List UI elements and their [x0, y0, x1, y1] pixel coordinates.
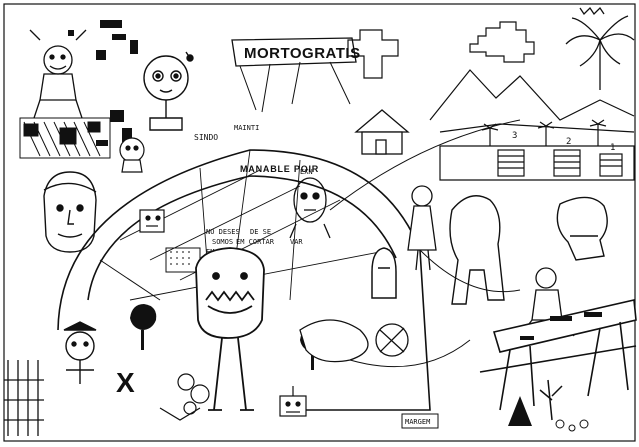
- pebbles-bottom-right: [555, 419, 589, 432]
- sign-left: SINDO: [194, 133, 218, 142]
- palm-row: [481, 119, 607, 150]
- dark-splotches-table: [520, 312, 602, 340]
- tree-silhouette-left: [130, 304, 157, 350]
- pine-tree-bottom: [508, 396, 532, 426]
- rounded-block-shape: [556, 196, 608, 261]
- left-figure-with-hat: [63, 321, 97, 384]
- dome-word-3: SOMOS: [212, 238, 233, 246]
- building-number-1: 1: [610, 143, 615, 153]
- desert-plant-bottom: [539, 379, 563, 421]
- top-left-figure: [29, 29, 87, 119]
- frame-tag: EXN: [300, 168, 313, 176]
- warehouse-buildings: [439, 145, 635, 181]
- building-number-2: 2: [566, 137, 571, 147]
- banner-text: MORTOGRATIS: [244, 45, 361, 62]
- dome-word-2: DE SE: [250, 228, 271, 236]
- small-house: [354, 109, 410, 155]
- connecting-lines: [99, 119, 521, 368]
- dome-sign-board: SINDO MAINTI MANABLE POIR EXN: [194, 124, 319, 176]
- scribble-loops-bottom: [159, 373, 210, 421]
- cross-block: [347, 29, 399, 79]
- dome-word-1: NO DESES: [206, 228, 240, 236]
- dome-word-4: EM CORTAR: [236, 238, 275, 246]
- mortogratis-banner: MORTOGRATIS: [231, 37, 361, 113]
- dome-creature-left: [119, 137, 145, 173]
- dome-porthole: [375, 323, 409, 357]
- dome-word-6: VAR: [290, 238, 303, 246]
- palm-tree-top-right: [565, 6, 635, 90]
- mug-character: [139, 209, 165, 233]
- ghost-outline-figure: [449, 195, 505, 305]
- round-head-character: [143, 51, 194, 131]
- woman-figure: [407, 185, 437, 271]
- big-face-left: [43, 171, 97, 253]
- speech-balloon-bottom: [299, 319, 369, 363]
- building-number-3: 3: [512, 131, 517, 141]
- ink-scribble-cluster-top: [68, 20, 138, 60]
- margem-text: MARGEM: [405, 418, 430, 426]
- graffiti-x: X: [116, 367, 135, 398]
- sign-main: MANABLE POIR: [240, 164, 319, 174]
- hatched-block-left: [19, 117, 111, 159]
- margem-sign: MARGEM: [401, 413, 439, 429]
- dome-door-arch: [371, 247, 397, 299]
- seated-figure-right: [519, 267, 575, 337]
- robot-machine: [279, 386, 307, 417]
- sign-small: MAINTI: [234, 124, 259, 132]
- mountain-line: [429, 69, 635, 133]
- pixel-cloud-outline: [469, 21, 535, 63]
- picture-border: [3, 3, 636, 442]
- picket-fence-left: [4, 360, 44, 436]
- ink-clock-figure: [289, 177, 331, 239]
- central-monster: [195, 247, 265, 411]
- ink-blot-cluster-mid: [96, 110, 132, 146]
